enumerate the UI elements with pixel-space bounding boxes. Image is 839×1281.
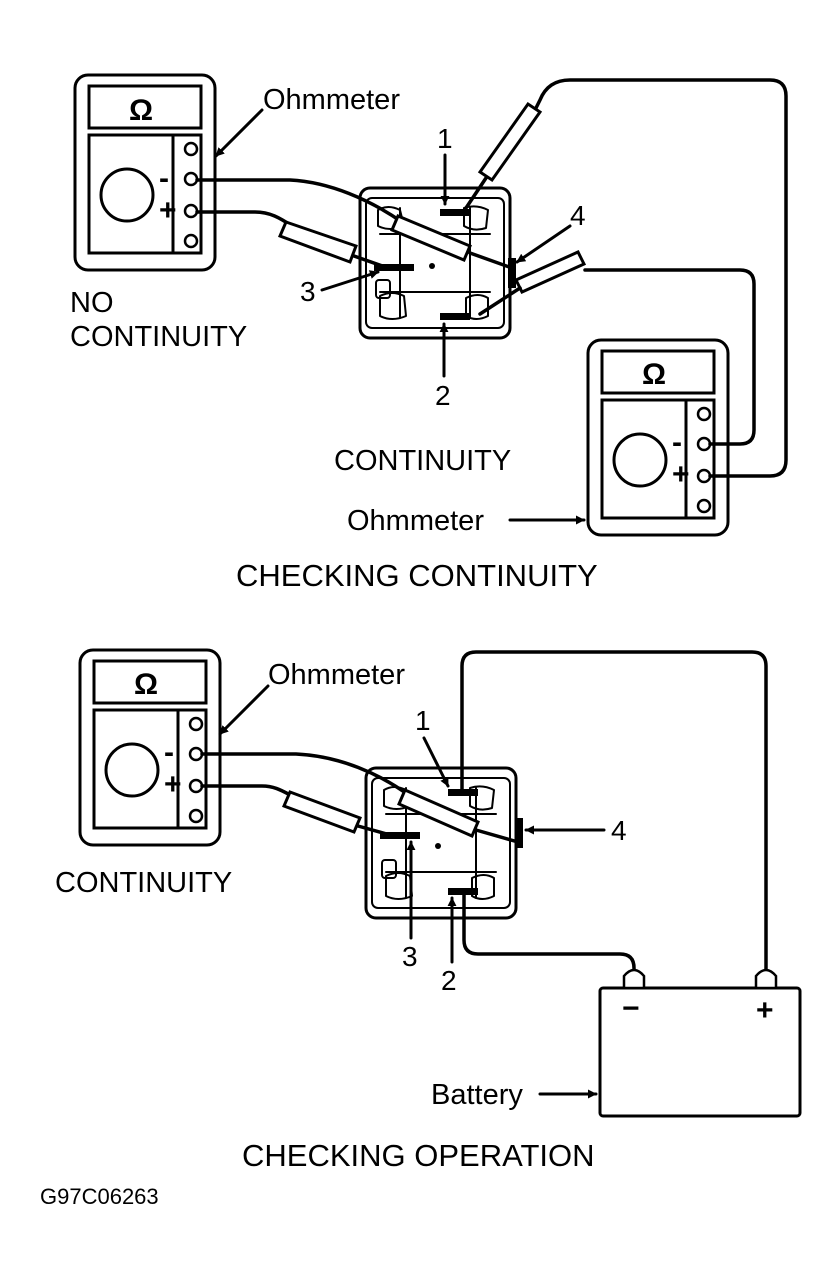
wire-battery-plus (460, 650, 768, 972)
meter-minus-label: - (164, 736, 174, 769)
meter-plus-label: + (672, 458, 690, 491)
no-continuity-label-line1: NO (70, 287, 114, 319)
terminal-4-bottom (515, 818, 523, 848)
ohmmeter-top-left: Ω - + (73, 73, 217, 272)
wire-operation-minus (200, 752, 412, 798)
meter-plus-label: + (164, 768, 182, 801)
terminal-label-4-bottom: 4 (611, 815, 627, 846)
meter-minus-label: - (672, 426, 682, 459)
probe-right-minus (513, 250, 587, 294)
relay-bottom (364, 766, 523, 920)
terminal-3-bottom (380, 832, 420, 839)
battery-minus-label: − (622, 992, 640, 1025)
ohm-symbol-icon: Ω (129, 94, 153, 127)
ohmmeter-label-bottom-right: Ohmmeter (347, 505, 484, 537)
terminal-label-2-top: 2 (435, 380, 451, 411)
terminal-4-top (508, 258, 516, 288)
no-continuity-label-line2: CONTINUITY (70, 321, 247, 353)
meter-minus-label: - (159, 162, 169, 195)
terminal-3-top (374, 264, 414, 271)
terminal-1-top (440, 209, 470, 216)
ohm-symbol-icon: Ω (642, 358, 666, 391)
wire-battery-minus (462, 890, 636, 974)
terminal-label-2-bottom: 2 (441, 965, 457, 996)
probe-right-plus (477, 101, 543, 183)
relay-top (358, 186, 516, 340)
ohmmeter-label-top-left: Ohmmeter (263, 84, 400, 116)
terminal-2-top (440, 313, 470, 320)
terminal-label-4-top: 4 (570, 200, 586, 231)
wire-right-minus (583, 268, 756, 446)
terminal-label-1-top: 1 (437, 123, 453, 154)
probe-top-left-plus (278, 220, 358, 264)
wire-right-plus (530, 78, 788, 478)
caption-checking-continuity: CHECKING CONTINUITY (236, 558, 598, 593)
battery: − + (598, 968, 802, 1118)
battery-label: Battery (431, 1079, 523, 1111)
ohmmeter-bottom-right: Ω - + (586, 338, 730, 537)
ohm-symbol-icon: Ω (134, 668, 158, 701)
meter-plus-label: + (159, 194, 177, 227)
probe-operation-plus (282, 790, 362, 834)
probe-operation-minus (397, 788, 480, 838)
terminal-label-3-top: 3 (300, 276, 316, 307)
terminal-label-1-bottom: 1 (415, 705, 431, 736)
probe-top-left-minus (390, 214, 472, 262)
wire-top-left-minus (195, 178, 404, 224)
caption-checking-operation: CHECKING OPERATION (242, 1138, 595, 1173)
figure-code: G97C06263 (40, 1184, 159, 1209)
ohmmeter-pointer-top-left (214, 108, 264, 158)
continuity-label-top: CONTINUITY (334, 445, 511, 477)
ohmmeter-pointer-operation (218, 684, 270, 736)
terminal-label-3-bottom: 3 (402, 941, 418, 972)
ohmmeter-operation: Ω - + (78, 648, 222, 847)
continuity-label-operation: CONTINUITY (55, 867, 232, 899)
battery-plus-label: + (756, 994, 774, 1027)
ohmmeter-label-operation: Ohmmeter (268, 659, 405, 691)
